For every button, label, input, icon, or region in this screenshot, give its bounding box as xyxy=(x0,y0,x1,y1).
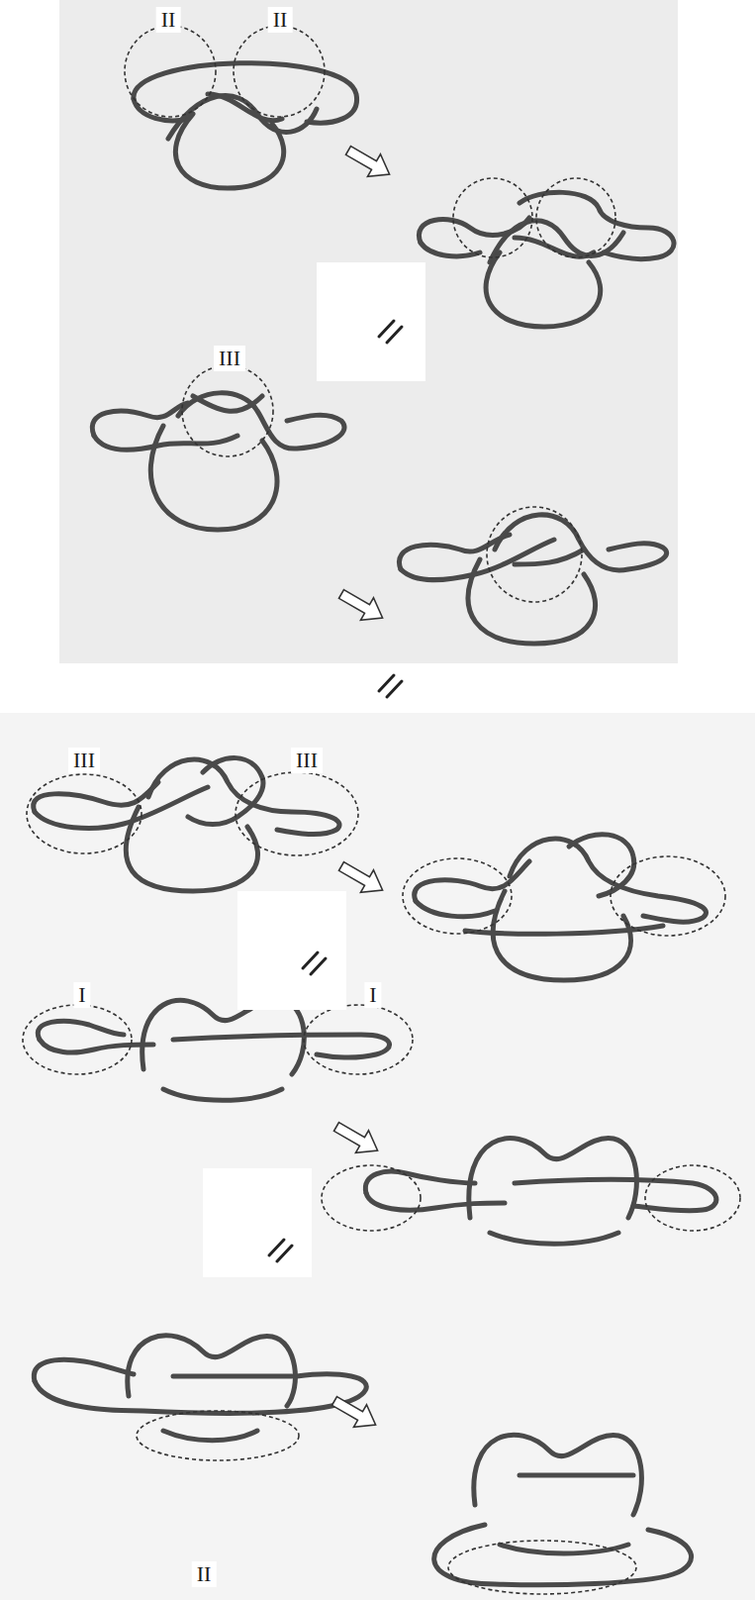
knot-e xyxy=(33,757,340,891)
bottom-panel xyxy=(0,712,755,1600)
knot-c xyxy=(92,392,345,530)
knot-h xyxy=(365,1137,717,1244)
move-label: III xyxy=(68,747,100,773)
knot-b xyxy=(418,191,674,327)
move-label: II xyxy=(156,6,182,33)
equivalence-mark xyxy=(202,262,426,1277)
knot-d xyxy=(398,514,666,644)
move-label: I xyxy=(364,981,381,1008)
move-label: I xyxy=(73,981,91,1008)
move-label: III xyxy=(213,345,246,372)
knot-i xyxy=(33,1334,367,1440)
knot-j xyxy=(434,1433,692,1584)
move-label: II xyxy=(268,6,293,33)
move-label: II xyxy=(191,1560,217,1587)
move-label: III xyxy=(290,747,323,773)
top-panel xyxy=(59,0,678,663)
knot-g xyxy=(37,999,389,1101)
